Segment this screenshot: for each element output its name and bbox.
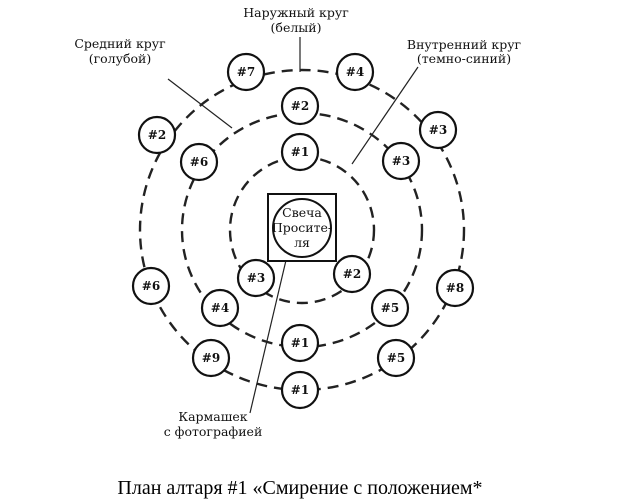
middle-ring-candle-circle [381,141,421,181]
middle-ring-candle-circle [370,288,410,328]
pocket-label-line1: Кармашек [178,409,247,424]
candle-label-line2: Просите- [272,220,332,235]
pocket-leader [249,255,288,414]
middle-ring-candle-1: #2 [280,86,320,126]
outer-ring-candle-2: #4 [335,52,375,92]
outer-ring-candle-circle [418,110,458,150]
outer-ring-candle-number: #2 [148,128,166,142]
middle-ring-candle-circle [179,142,219,182]
middle-ring-candle-3: #5 [370,288,410,328]
outer-ring-candle-number: #7 [237,65,255,79]
inner-ring [228,155,376,305]
middle-ring-candle-6: #6 [179,142,219,182]
inner-ring-candle-circle [332,254,372,294]
outer-ring-candle-number: #1 [291,383,309,397]
middle-ring-candle-2: #3 [381,141,421,181]
outer-ring-candle-circle [376,338,416,378]
middle-ring-label-line1: Средний круг [74,36,165,51]
inner-ring-candle-1: #1 [280,132,320,172]
outer-ring-candle-circle [191,338,231,378]
outer-ring-label-line1: Наружный круг [243,5,349,20]
outer-ring-candle-circle [226,52,266,92]
middle-ring-leader [167,78,233,129]
middle-ring-candle-circle [280,86,320,126]
outer-ring-candle-6: #1 [280,370,320,410]
middle-ring-label-line2: (голубой) [89,51,152,66]
outer-ring-candle-9: #2 [137,115,177,155]
outer-ring-candle-8: #6 [131,266,171,306]
middle-ring-candle-number: #6 [190,155,208,169]
inner-ring-candle-2: #2 [332,254,372,294]
outer-ring-candle-7: #9 [191,338,231,378]
inner-ring-candle-circle [236,258,276,298]
inner-ring-label-line2: (темно-синий) [417,51,511,66]
middle-ring-candle-circle [280,323,320,363]
outer-ring-candle-number: #9 [202,351,220,365]
middle-ring-candle-circle [200,288,240,328]
inner-ring-candle-number: #3 [247,271,265,285]
outer-ring-label-line2: (белый) [271,20,322,35]
outer-ring-candle-number: #3 [429,123,447,137]
petitioner-candle [272,198,332,258]
inner-ring-leader [351,66,419,165]
outer-ring-candle-circle [280,370,320,410]
middle-ring-candle-4: #1 [280,323,320,363]
candle-label-line1: Свеча [282,205,322,220]
inner-ring-candle-number: #1 [291,145,309,159]
middle-ring-candle-number: #2 [291,99,309,113]
outer-ring-candle-number: #4 [346,65,364,79]
outer-ring-candle-5: #5 [376,338,416,378]
middle-ring-candle-number: #1 [291,336,309,350]
middle-ring-candle-5: #4 [200,288,240,328]
outer-ring-candle-circle [335,52,375,92]
pocket-label-line2: с фотографией [164,424,263,439]
outer-ring-candle-circle [131,266,171,306]
outer-ring-candle-number: #8 [446,281,464,295]
middle-ring-candle-number: #3 [392,154,410,168]
candle-nodes: #7 #4 #3 #8 #5 #1 #9 #6 #2 #2 #3 #5 #1 #4 #6 #1 #2 #3 [131,52,475,410]
inner-ring-candle-3: #3 [236,258,276,298]
inner-ring-label-line1: Внутренний круг [407,37,521,52]
diagram-caption: План алтаря #1 «Смирение с положением* [117,477,482,499]
inner-ring-candle-circle [280,132,320,172]
middle-ring-candle-number: #5 [381,301,399,315]
outer-ring-candle-number: #6 [142,279,160,293]
outer-ring-candle-3: #3 [418,110,458,150]
outer-ring-candle-circle [137,115,177,155]
middle-ring-candle-number: #4 [211,301,229,315]
inner-ring-candle-number: #2 [343,267,361,281]
outer-ring-candle-1: #7 [226,52,266,92]
outer-ring-candle-circle [435,268,475,308]
outer-ring-candle-number: #5 [387,351,405,365]
candle-label-line3: ля [294,235,310,250]
outer-ring-candle-4: #8 [435,268,475,308]
